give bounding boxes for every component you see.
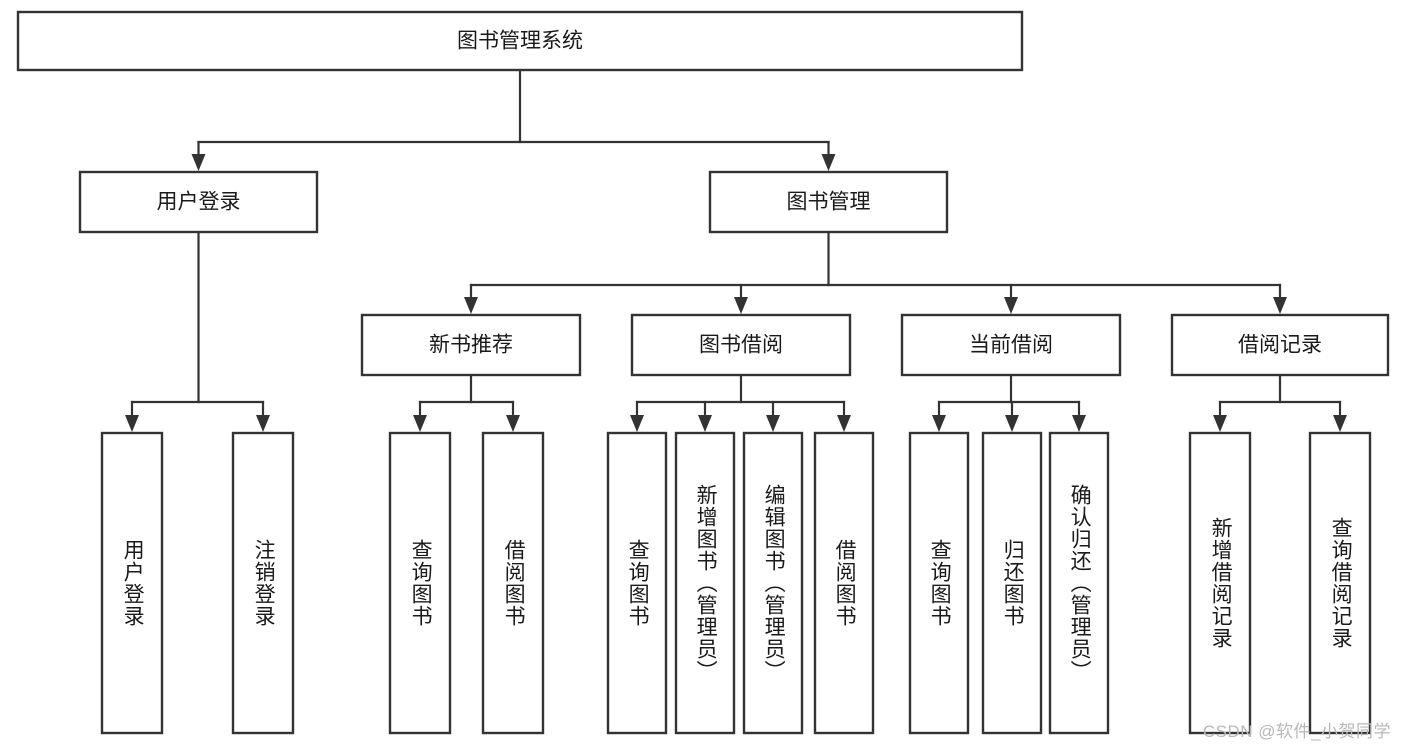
arrow-down-icon bbox=[630, 415, 644, 432]
connectors-layer bbox=[125, 68, 1347, 432]
arrow-down-icon bbox=[698, 415, 712, 432]
arrow-down-icon bbox=[1005, 415, 1019, 432]
node-box-leaf-borrow-book-rec bbox=[481, 431, 545, 735]
node-label-root: 图书管理系统 bbox=[457, 30, 583, 53]
node-label-user-login: 用户登录 bbox=[157, 191, 241, 214]
arrow-down-icon bbox=[256, 415, 270, 432]
node-boxes-layer bbox=[16, 10, 1390, 735]
node-box-leaf-confirm-return bbox=[1048, 431, 1110, 735]
node-box-leaf-query-book bbox=[606, 431, 668, 735]
node-box-leaf-edit-book bbox=[742, 431, 804, 735]
node-box-root bbox=[16, 10, 1024, 72]
node-box-new-book-rec bbox=[360, 313, 582, 377]
arrow-down-icon bbox=[837, 415, 851, 432]
node-box-borrow-record bbox=[1170, 313, 1390, 377]
arrow-down-icon bbox=[125, 415, 139, 432]
node-label-current-borrow: 当前借阅 bbox=[969, 334, 1053, 357]
arrow-down-icon bbox=[1333, 415, 1347, 432]
arrow-down-icon bbox=[734, 297, 748, 314]
node-box-book-manage bbox=[708, 170, 949, 234]
arrow-down-icon bbox=[766, 415, 780, 432]
node-box-leaf-query-book-cur bbox=[908, 431, 970, 735]
node-box-user-login bbox=[78, 170, 319, 234]
node-box-leaf-return-book bbox=[981, 431, 1043, 735]
node-box-leaf-borrow-book bbox=[813, 431, 875, 735]
node-label-book-manage: 图书管理 bbox=[787, 191, 871, 214]
arrow-down-icon bbox=[1004, 297, 1018, 314]
node-box-leaf-add-record bbox=[1188, 431, 1252, 735]
node-label-book-borrow: 图书借阅 bbox=[699, 334, 783, 357]
arrow-down-icon bbox=[821, 154, 836, 171]
node-box-current-borrow bbox=[900, 313, 1122, 377]
arrow-down-icon bbox=[413, 415, 427, 432]
arrow-down-icon bbox=[932, 415, 946, 432]
watermark-text: CSDN @软件_小贺同学 bbox=[1202, 722, 1391, 741]
arrow-down-icon bbox=[506, 415, 520, 432]
node-box-leaf-user-logout bbox=[231, 431, 295, 735]
node-box-leaf-query-record bbox=[1308, 431, 1372, 735]
arrow-down-icon bbox=[191, 154, 206, 171]
node-box-leaf-add-book bbox=[674, 431, 736, 735]
node-box-leaf-user-login bbox=[100, 431, 164, 735]
node-box-leaf-query-book-rec bbox=[388, 431, 452, 735]
arrow-down-icon bbox=[1213, 415, 1227, 432]
node-label-new-book-rec: 新书推荐 bbox=[429, 334, 513, 357]
node-box-book-borrow bbox=[630, 313, 852, 377]
arrow-down-icon bbox=[464, 297, 478, 314]
arrow-down-icon bbox=[1273, 297, 1287, 314]
arrow-down-icon bbox=[1072, 415, 1086, 432]
node-label-borrow-record: 借阅记录 bbox=[1238, 334, 1322, 357]
